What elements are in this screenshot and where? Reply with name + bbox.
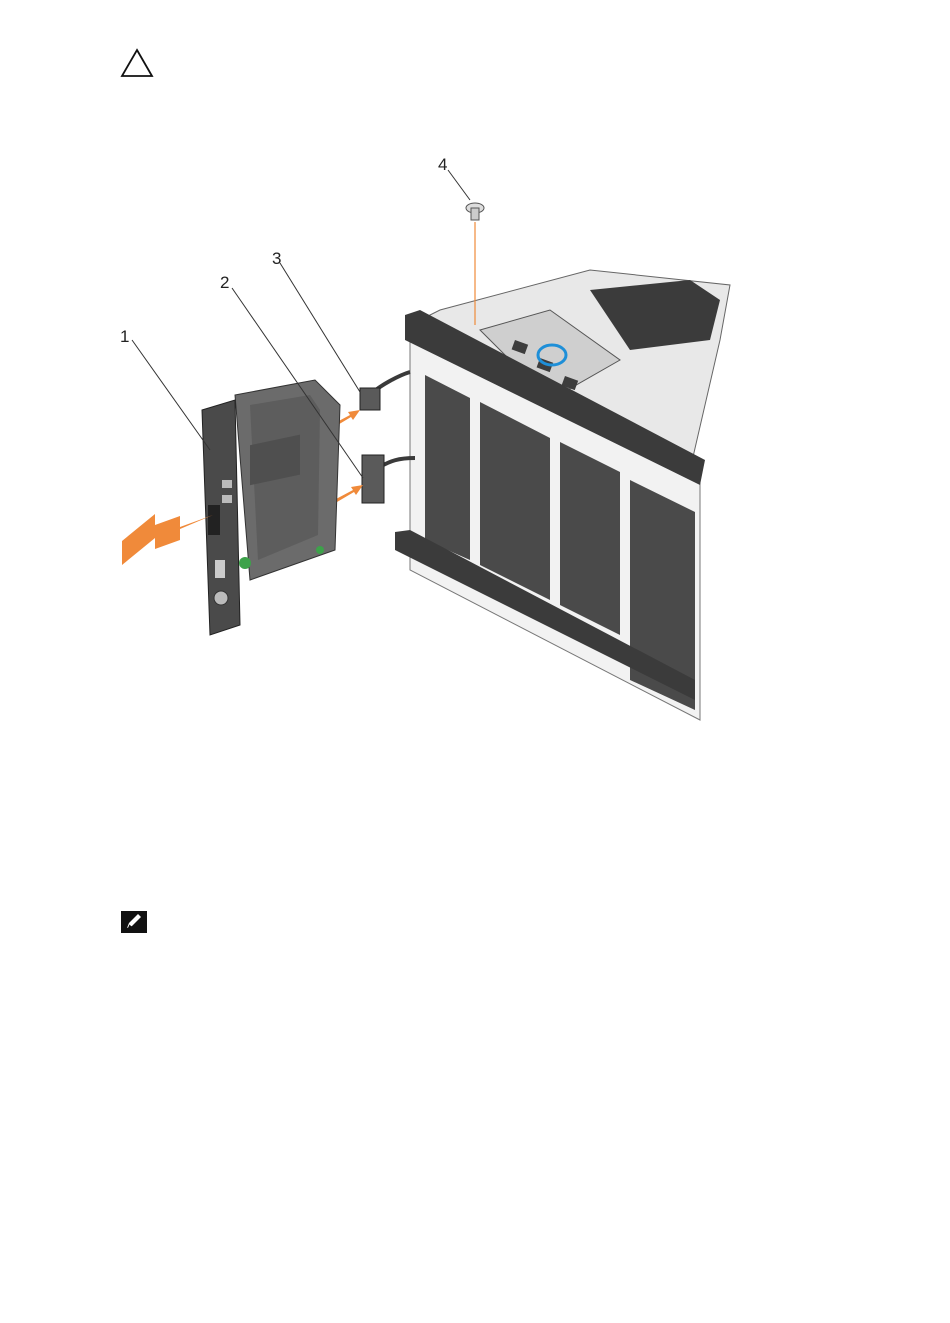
connector-3 bbox=[360, 388, 380, 410]
callout-1: 1 bbox=[120, 327, 129, 346]
connector-2 bbox=[362, 455, 384, 503]
callout-4: 4 bbox=[438, 155, 447, 174]
control-panel-removal-figure: 1 2 3 4 bbox=[110, 140, 750, 740]
callout-2: 2 bbox=[220, 273, 229, 292]
control-panel-module bbox=[202, 380, 340, 635]
caution-icon bbox=[120, 48, 154, 78]
callout-3: 3 bbox=[272, 249, 281, 268]
note-icon bbox=[120, 910, 148, 934]
removal-arrow-icon bbox=[122, 514, 213, 565]
